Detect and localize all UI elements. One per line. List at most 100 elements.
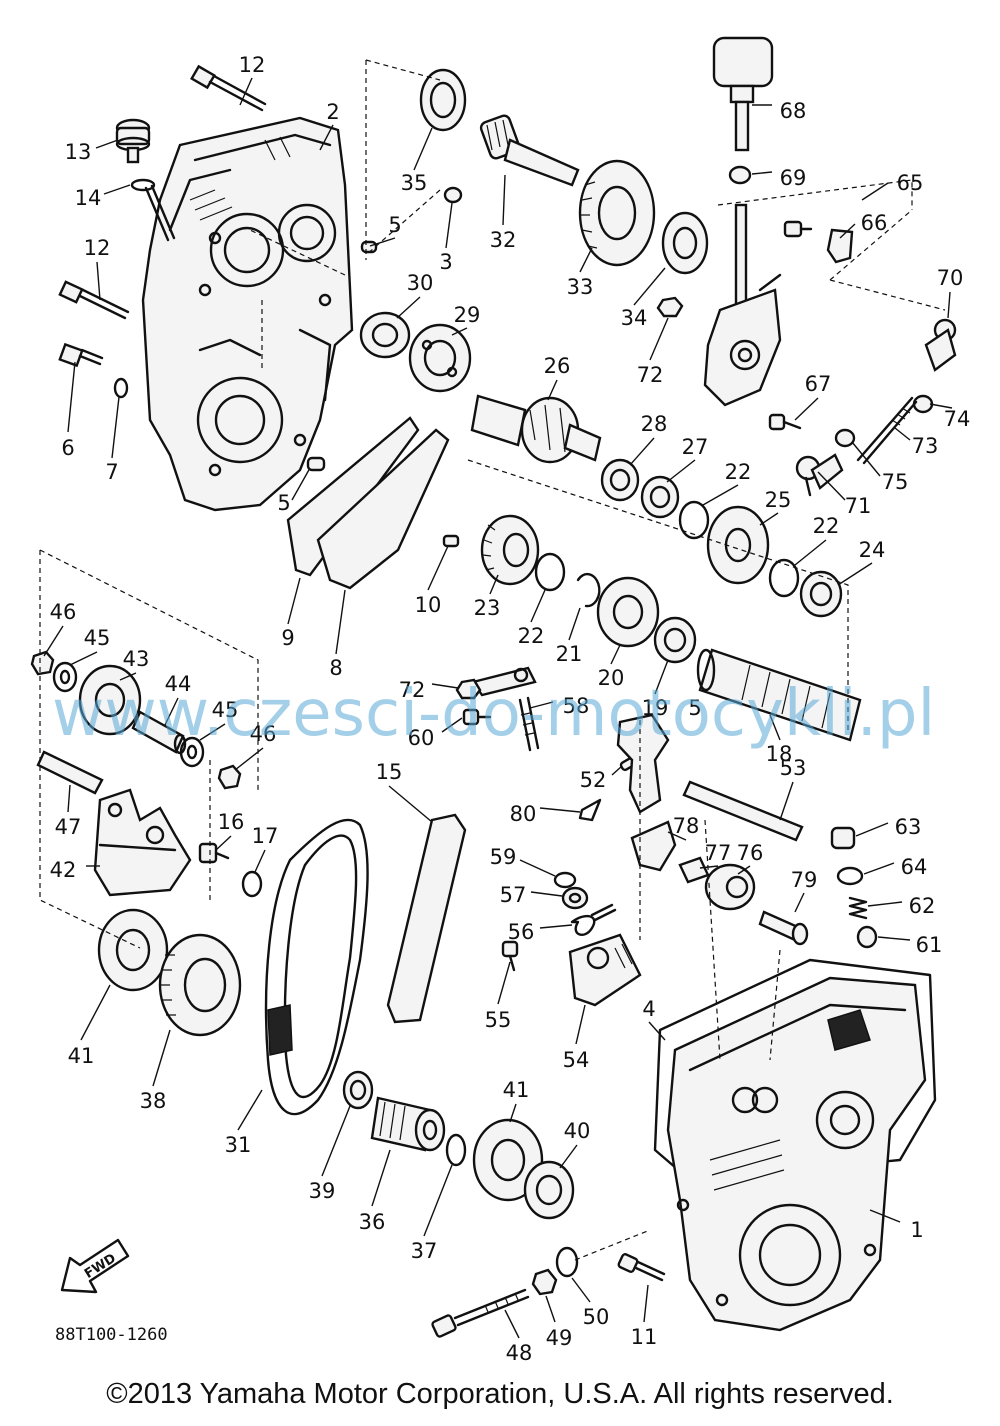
- shift-fork-5: [616, 713, 670, 814]
- callout-c21: 21: [556, 642, 583, 666]
- callout-c70: 70: [937, 266, 964, 290]
- spring-56: [570, 903, 617, 936]
- callout-c8: 8: [329, 656, 342, 680]
- tensioner-bracket-42: [93, 788, 192, 897]
- bolt-16: [198, 842, 230, 864]
- drive-chain-31: [264, 818, 369, 1116]
- callout-c67: 67: [805, 372, 832, 396]
- nut-49: [531, 1268, 558, 1296]
- callout-c5c: 5: [688, 696, 701, 720]
- callout-c17: 17: [252, 824, 279, 848]
- callout-c44: 44: [165, 672, 192, 696]
- bearing-29: [408, 323, 472, 393]
- callout-c63: 63: [895, 815, 922, 839]
- callout-c47: 47: [55, 815, 82, 839]
- callout-c27: 27: [682, 435, 709, 459]
- bearing-35: [419, 68, 467, 132]
- callout-c72b: 72: [399, 678, 426, 702]
- fwd-arrow-icon: FWD: [60, 1238, 130, 1294]
- bolt-55: [501, 940, 519, 972]
- callout-c6: 6: [61, 436, 74, 460]
- spring-62: [848, 896, 868, 920]
- washer-17: [241, 870, 263, 898]
- assembly-guide-lines: [39, 59, 946, 1261]
- callout-c49: 49: [546, 1326, 573, 1350]
- shift-rod-73: [856, 396, 918, 465]
- gear-23: [480, 514, 540, 586]
- callout-c12a: 12: [239, 53, 266, 77]
- collar-39: [342, 1070, 374, 1110]
- callout-c5a: 5: [388, 213, 401, 237]
- bolt-60: [462, 708, 492, 726]
- shaft-32: [479, 114, 580, 187]
- washer-45-b: [179, 736, 205, 768]
- washer-45-a: [52, 661, 78, 693]
- collar-3: [443, 186, 463, 204]
- copyright-notice: ©2013 Yamaha Motor Corporation, U.S.A. A…: [106, 1378, 894, 1410]
- oil-seal-30: [359, 311, 411, 359]
- callout-c41b: 41: [503, 1078, 530, 1102]
- callout-c54: 54: [563, 1048, 590, 1072]
- callout-c56: 56: [508, 920, 535, 944]
- nut-69: [728, 165, 752, 185]
- callout-c10: 10: [415, 593, 442, 617]
- callout-c32: 32: [490, 228, 517, 252]
- callout-c1: 1: [910, 1218, 923, 1242]
- callout-c42: 42: [50, 858, 77, 882]
- rod-end-71: [795, 453, 844, 497]
- callout-c78: 78: [673, 814, 700, 838]
- nut-46-b: [217, 764, 242, 790]
- callout-c61: 61: [916, 933, 943, 957]
- gear-33: [578, 159, 656, 267]
- bolt-67: [768, 413, 802, 431]
- callout-c52: 52: [580, 768, 607, 792]
- nut-74: [912, 394, 934, 414]
- bolt-12-upper: [190, 64, 267, 112]
- bearing-27: [640, 475, 680, 519]
- callout-c71: 71: [845, 494, 872, 518]
- key-10: [442, 534, 460, 548]
- case-right: [666, 976, 927, 1332]
- callout-c34: 34: [621, 306, 648, 330]
- shaft-18: [696, 648, 862, 742]
- callout-c19: 19: [642, 696, 669, 720]
- callout-c55: 55: [485, 1008, 512, 1032]
- callout-c69: 69: [780, 166, 807, 190]
- leader-lines: [43, 77, 953, 1339]
- callout-c30: 30: [407, 271, 434, 295]
- callout-c2: 2: [326, 100, 339, 124]
- callout-c74: 74: [944, 407, 971, 431]
- callout-c46b: 46: [250, 722, 277, 746]
- diagram-reference-code: 88T100-1260: [55, 1325, 168, 1345]
- washer-59: [553, 871, 577, 889]
- washer-22-a: [678, 500, 710, 540]
- callout-c45a: 45: [84, 626, 111, 650]
- callout-c20: 20: [598, 666, 625, 690]
- sprocket-shaft-36: [370, 1096, 446, 1152]
- switch-54: [568, 933, 642, 1007]
- callout-c22a: 22: [725, 460, 752, 484]
- callout-c14: 14: [75, 186, 102, 210]
- oil-seal-19: [653, 616, 697, 664]
- bearing-43: [78, 664, 142, 736]
- callout-c31: 31: [225, 1133, 252, 1157]
- callout-c53: 53: [780, 756, 807, 780]
- callout-c37: 37: [411, 1239, 438, 1263]
- callout-c7: 7: [105, 460, 118, 484]
- callout-c72a: 72: [637, 363, 664, 387]
- callout-c50: 50: [583, 1305, 610, 1329]
- bolt-79: [758, 910, 809, 946]
- callout-c76: 76: [737, 841, 764, 865]
- callout-c77: 77: [705, 841, 732, 865]
- washer-22-b: [768, 558, 800, 598]
- oil-seal-40: [523, 1160, 575, 1220]
- shift-knob-68: [712, 36, 774, 152]
- bolt-65: [783, 220, 813, 238]
- gasket-4: [653, 958, 937, 1182]
- callout-c48: 48: [506, 1341, 533, 1365]
- fwd-label: FWD: [82, 1251, 119, 1282]
- bearing-41-left: [97, 908, 169, 992]
- callout-c5b: 5: [277, 491, 290, 515]
- callout-c11: 11: [631, 1325, 658, 1349]
- ball-61: [856, 925, 878, 949]
